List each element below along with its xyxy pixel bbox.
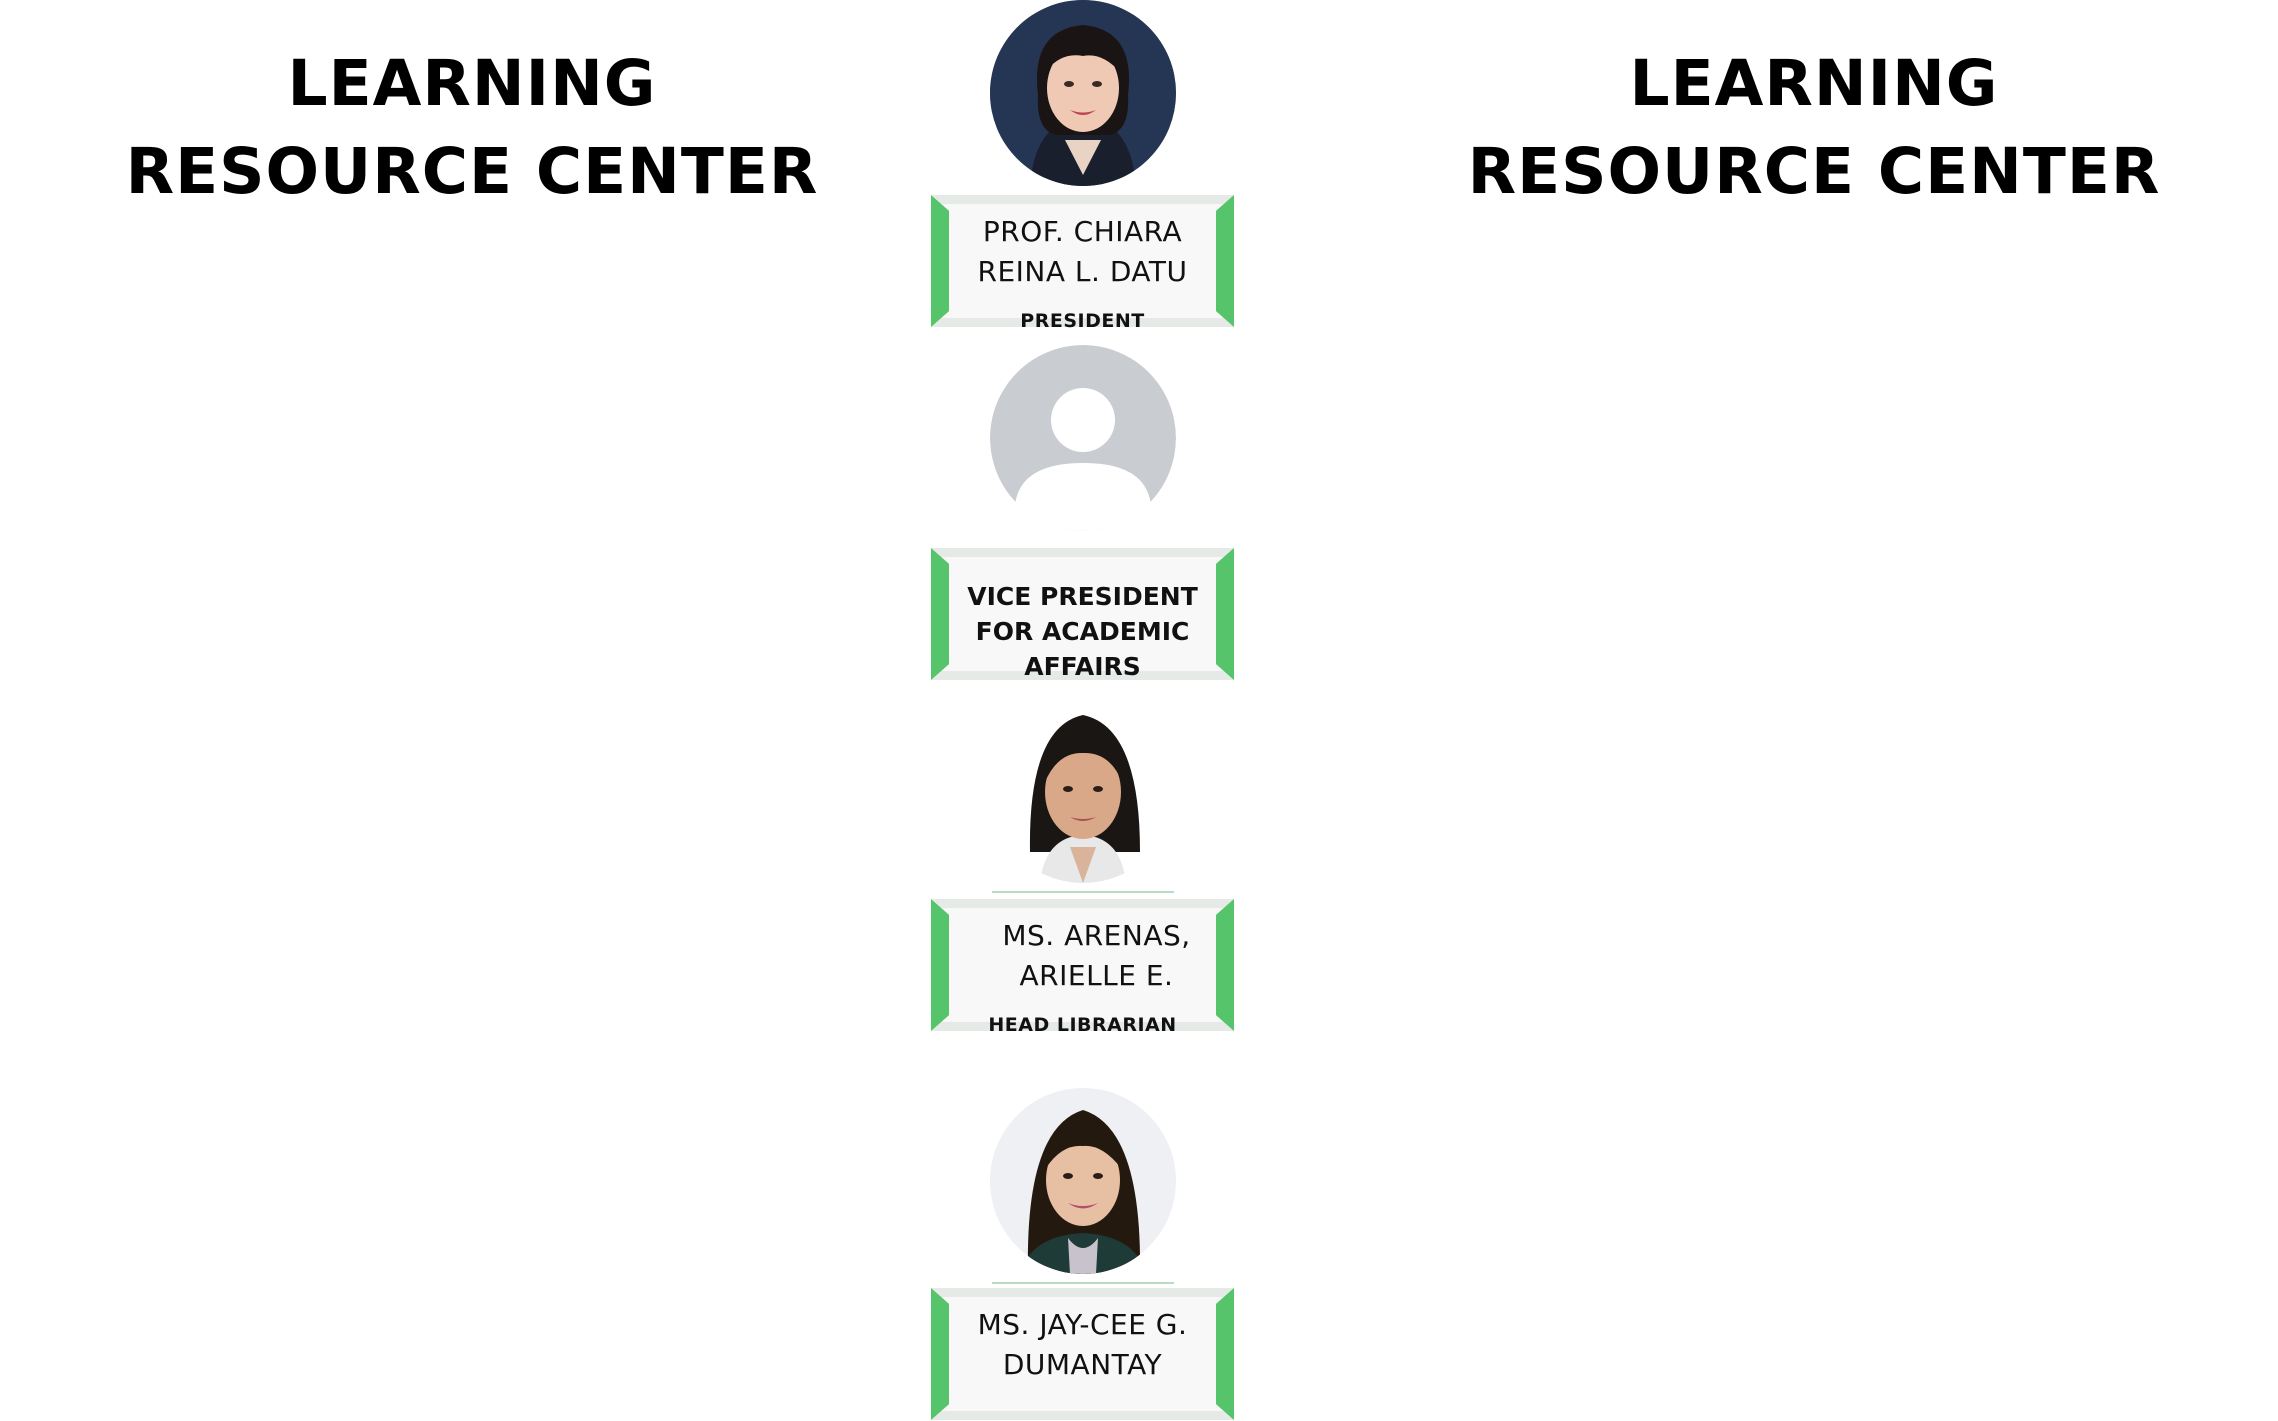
staff-name: MS. JAY-CEE G. DUMANTAY	[977, 1308, 1188, 1381]
vp-academic-affairs-nameplate: VICE PRESIDENT FOR ACADEMIC AFFAIRS	[931, 548, 1234, 681]
head-librarian-nameplate: MS. ARENAS, ARIELLE E. HEAD LIBRARIAN	[931, 899, 1234, 1036]
divider	[992, 891, 1174, 893]
vp-academic-affairs-role: VICE PRESIDENT FOR ACADEMIC AFFAIRS	[967, 582, 1198, 681]
divider	[992, 1282, 1174, 1284]
page-title-left: LEARNING RESOURCE CENTER	[125, 47, 819, 208]
page-title-right: LEARNING RESOURCE CENTER	[1467, 47, 2161, 208]
head-librarian-role: HEAD LIBRARIAN	[988, 1014, 1177, 1036]
president-photo	[990, 0, 1176, 186]
default-avatar-icon	[990, 345, 1176, 531]
president-role: PRESIDENT	[1020, 310, 1145, 332]
president-nameplate: PROF. CHIARA REINA L. DATU PRESIDENT	[931, 195, 1234, 332]
head-librarian-photo	[990, 697, 1176, 883]
president-name: PROF. CHIARA REINA L. DATU	[977, 215, 1188, 288]
staff-photo	[990, 1088, 1176, 1274]
staff-nameplate: MS. JAY-CEE G. DUMANTAY	[931, 1288, 1234, 1420]
head-librarian-name: MS. ARENAS, ARIELLE E.	[1002, 919, 1191, 992]
